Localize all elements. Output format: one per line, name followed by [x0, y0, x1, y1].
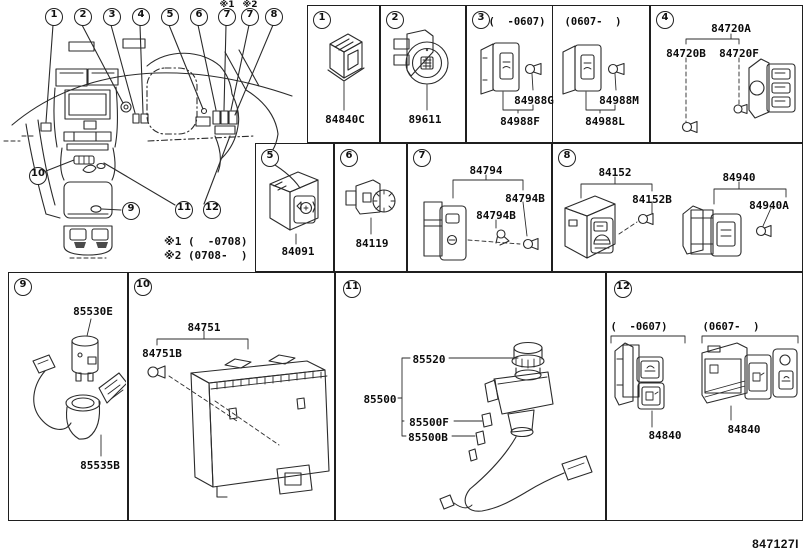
cell-1: 1 84840C: [307, 5, 380, 143]
part-label-84840c: 84840C: [325, 113, 365, 126]
cell-8: 8: [552, 143, 803, 272]
part-label-89611: 89611: [408, 113, 442, 126]
switch-drawing-84840c: [327, 33, 365, 111]
switch-drawing-84720: [681, 33, 796, 134]
callout-7b: 7: [241, 8, 259, 26]
part-label-84152b: 84152B: [632, 193, 672, 206]
part-label-85500f: 85500F: [409, 416, 449, 429]
part-label-84988m: 84988M: [599, 94, 639, 107]
cell-9-number: 9: [14, 278, 32, 296]
part-label-84720f: 84720F: [719, 47, 759, 60]
date-note-2: ※2 (0708- ): [164, 249, 248, 262]
drawings-84840-switches: [610, 335, 799, 428]
callout-4: 4: [132, 8, 150, 26]
drawing-85530-outlet: [32, 318, 126, 457]
part-label-85500b: 85500B: [408, 431, 448, 444]
callout-1: 1: [45, 8, 63, 26]
cell-10-number: 10: [134, 278, 152, 296]
date-note-1: ※1 ( -0708): [164, 235, 248, 248]
part-label-84940: 84940: [722, 171, 756, 184]
switch-drawings-84152-84940: [564, 176, 787, 259]
callout-12: 12: [203, 201, 221, 219]
cell-12-number: 12: [614, 280, 632, 298]
drawing-85500-lighter: [397, 341, 593, 512]
part-label-84119: 84119: [355, 237, 389, 250]
switch-drawings-84988: [480, 42, 625, 114]
part-label-84988g: 84988G: [514, 94, 554, 107]
ref-mark-2: ※2: [242, 0, 258, 10]
part-label-84794b-1: 84794B: [505, 192, 545, 205]
cell-10: 10 84751 84751B: [128, 272, 335, 521]
switch-drawing-89611: [393, 29, 449, 111]
part-label-84794: 84794: [469, 164, 503, 177]
cell-3-left-date: ( -0607): [488, 16, 546, 28]
cell-3-number: 3: [472, 11, 490, 29]
switch-drawing-84794: [423, 174, 539, 261]
cell-6: 6 84119: [334, 143, 407, 272]
cell-12-right-date: (0607- ): [702, 321, 760, 333]
cell-7: 7 84794 84794B 84794B: [407, 143, 552, 272]
cell-7-number: 7: [413, 149, 431, 167]
part-label-85500: 85500: [363, 393, 397, 406]
part-label-84751: 84751: [187, 321, 221, 334]
cell-3: 3 ( -0607) (0607- ) 84988G 84988: [466, 5, 650, 143]
part-label-84751b: 84751B: [142, 347, 182, 360]
part-label-84794b-2: 84794B: [476, 209, 516, 222]
diagram-code: 847127I: [752, 537, 799, 551]
callout-11: 11: [175, 201, 193, 219]
callout-8: 8: [265, 8, 283, 26]
switch-drawing-84119: [345, 179, 396, 235]
switch-drawing-84091: [269, 171, 319, 245]
part-label-85535b: 85535B: [80, 459, 120, 472]
part-label-84988l: 84988L: [585, 115, 625, 128]
callout-6: 6: [190, 8, 208, 26]
part-label-84988f: 84988F: [500, 115, 540, 128]
callout-7a: 7: [218, 8, 236, 26]
part-label-84152: 84152: [598, 166, 632, 179]
part-label-84840-early: 84840: [648, 429, 682, 442]
cell-8-number: 8: [558, 149, 576, 167]
ref-mark-1: ※1: [219, 0, 235, 10]
cell-2-number: 2: [386, 11, 404, 29]
cell-2: 2 89611: [380, 5, 466, 143]
drawing-84751-ecu: [147, 330, 330, 498]
cell-12: 12: [606, 272, 803, 521]
part-label-85520: 85520: [412, 353, 446, 366]
part-label-84091: 84091: [281, 245, 315, 258]
cell-11: 11 85520: [335, 272, 606, 521]
part-label-85530e: 85530E: [73, 305, 113, 318]
callout-3: 3: [103, 8, 121, 26]
callout-9: 9: [122, 202, 140, 220]
part-label-84720b: 84720B: [666, 47, 706, 60]
cell-5-number: 5: [261, 149, 279, 167]
cell-4-number: 4: [656, 11, 674, 29]
callout-10: 10: [29, 167, 47, 185]
cell-9: 9 85530E 85535B: [8, 272, 128, 521]
dashboard-sketch: [3, 24, 301, 259]
part-label-84940a: 84940A: [749, 199, 789, 212]
cell-5: 5 84091: [255, 143, 334, 272]
cell-11-number: 11: [343, 280, 361, 298]
part-label-84720a: 84720A: [711, 22, 751, 35]
cell-1-number: 1: [313, 11, 331, 29]
cell-4: 4 84720A 84720B 84720F: [650, 5, 803, 143]
callout-2: 2: [74, 8, 92, 26]
cell-12-left-date: ( -0607): [610, 321, 668, 333]
cell-6-number: 6: [340, 149, 358, 167]
callout-5: 5: [161, 8, 179, 26]
cell-3-variant-divider: [552, 5, 553, 143]
cell-3-right-date: (0607- ): [564, 16, 622, 28]
part-label-84840-late: 84840: [727, 423, 761, 436]
